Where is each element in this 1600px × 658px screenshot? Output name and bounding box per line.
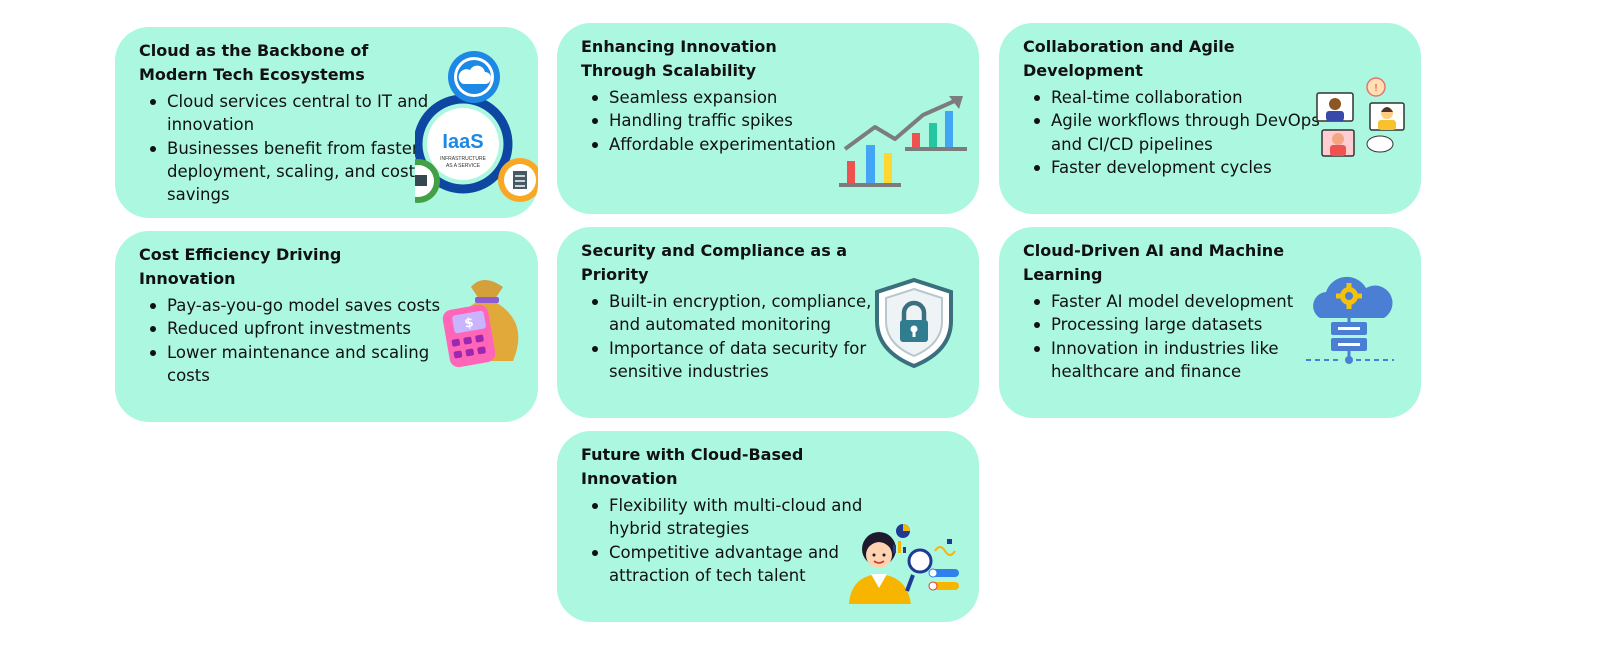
card-collaboration: Collaboration and Agile Development Real… (999, 23, 1421, 214)
card-title: Cost Efficiency Driving Innovation (139, 243, 341, 290)
list-item: Seamless expansion (581, 86, 836, 109)
title-line: Development (1023, 60, 1143, 80)
title-line: Cost Efficiency Driving (139, 245, 342, 264)
title-line: Learning (1023, 264, 1103, 284)
iaas-label: IaaS (442, 131, 483, 153)
title-line: Cloud as the Backbone of (139, 41, 369, 60)
card-title: Collaboration and Agile Development (1023, 35, 1235, 82)
title-line: Enhancing Innovation (581, 37, 777, 56)
title-line: Innovation (139, 268, 236, 288)
card-cost-efficiency: Cost Efficiency Driving Innovation Pay-a… (115, 231, 538, 422)
title-line: Priority (581, 264, 649, 284)
video-collaboration-icon: ! (1314, 75, 1409, 160)
woman-magnifier-analytics-icon (845, 519, 965, 604)
card-title: Cloud as the Backbone of Modern Tech Eco… (139, 39, 368, 86)
cloud-server-gear-icon (1302, 274, 1400, 369)
bullet-list: Seamless expansion Handling traffic spik… (581, 86, 836, 156)
list-item: Pay-as-you-go model saves costs (139, 294, 440, 317)
growth-bar-chart-icon (837, 93, 972, 193)
title-line: Innovation (581, 468, 678, 488)
list-item: Faster AI model development (1023, 290, 1293, 313)
title-line: Collaboration and Agile (1023, 37, 1235, 56)
list-item: Built-in encryption, compliance,and auto… (581, 290, 871, 337)
title-line: Future with Cloud-Based (581, 445, 804, 464)
card-ai-ml: Cloud-Driven AI and Machine Learning Fas… (999, 227, 1421, 418)
bullet-list: Built-in encryption, compliance,and auto… (581, 290, 871, 383)
card-title: Cloud-Driven AI and Machine Learning (1023, 239, 1284, 286)
iaas-sublabel: INFRASTRUCTURE (440, 156, 486, 162)
list-item: Affordable experimentation (581, 133, 836, 156)
list-item: Real-time collaboration (1023, 86, 1320, 109)
card-future: Future with Cloud-Based Innovation Flexi… (557, 431, 979, 622)
card-title: Future with Cloud-Based Innovation (581, 443, 803, 490)
card-title: Enhancing Innovation Through Scalability (581, 35, 777, 82)
list-item: Reduced upfront investments (139, 317, 440, 340)
iaas-cloud-icon: IaaS INFRASTRUCTURE AS A SERVICE (415, 49, 538, 218)
title-line: Through Scalability (581, 60, 757, 80)
card-cloud-backbone: Cloud as the Backbone of Modern Tech Eco… (115, 27, 538, 218)
list-item: Faster development cycles (1023, 156, 1320, 179)
bullet-list: Faster AI model development Processing l… (1023, 290, 1293, 383)
list-item: Processing large datasets (1023, 313, 1293, 336)
card-scalability: Enhancing Innovation Through Scalability… (557, 23, 979, 214)
title-line: Modern Tech Ecosystems (139, 64, 365, 84)
bullet-list: Real-time collaboration Agile workflows … (1023, 86, 1320, 179)
list-item: Handling traffic spikes (581, 109, 836, 132)
bullet-list: Pay-as-you-go model saves costs Reduced … (139, 294, 440, 387)
card-title: Security and Compliance as a Priority (581, 239, 847, 286)
title-line: Security and Compliance as a (581, 241, 848, 260)
svg-text:!: ! (1374, 83, 1378, 94)
shield-lock-icon (873, 277, 955, 369)
iaas-sublabel: AS A SERVICE (446, 163, 481, 169)
money-bag-calculator-icon: $ (441, 273, 526, 373)
card-security: Security and Compliance as a Priority Bu… (557, 227, 979, 418)
title-line: Cloud-Driven AI and Machine (1023, 241, 1285, 260)
dollar-icon: $ (463, 315, 475, 331)
